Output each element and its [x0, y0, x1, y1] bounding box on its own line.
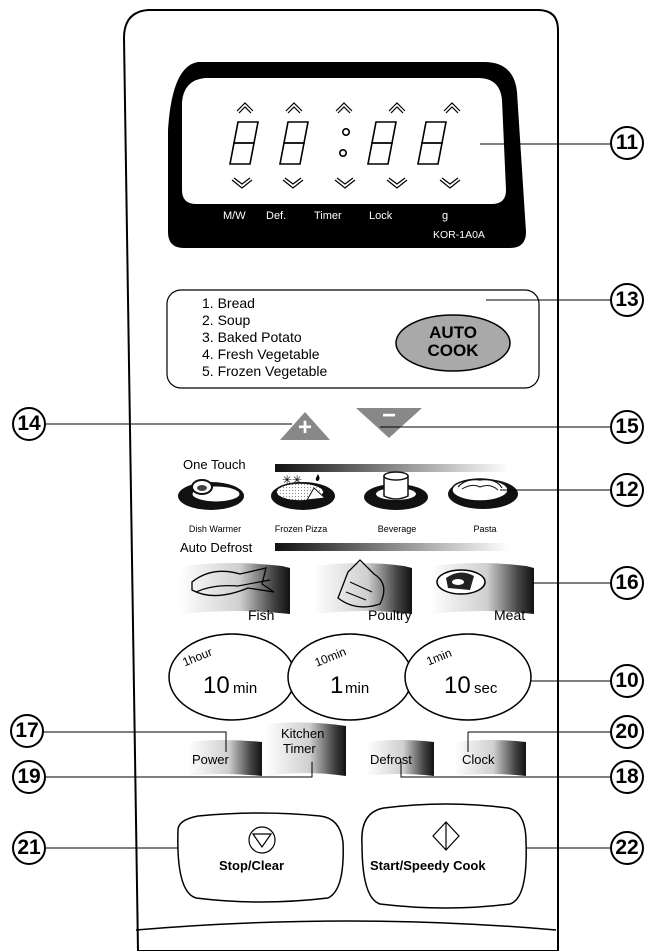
stop-clear-button[interactable]: Stop/Clear	[178, 812, 344, 902]
indicator-def: Def.	[266, 210, 287, 222]
plus-button[interactable]: +	[280, 412, 330, 441]
auto-cook-button[interactable]: AUTO COOK	[396, 315, 510, 371]
up-arrow-icons	[236, 102, 461, 114]
ten-sec-unit: sec	[474, 680, 498, 697]
auto-cook-button-shape	[395, 314, 511, 372]
poultry-icon	[313, 559, 412, 614]
pasta-icon	[448, 478, 518, 509]
minus-triangle	[356, 408, 422, 438]
menu-item: 5. Frozen Vegetable	[202, 363, 328, 379]
callout-17: 17	[10, 714, 44, 748]
menu-item: 3. Baked Potato	[202, 329, 302, 345]
clock-button[interactable]: Clock	[454, 738, 528, 778]
clock-button-shape	[454, 740, 526, 776]
minus-symbol: −	[381, 402, 396, 429]
one-min-big: 1	[330, 672, 344, 699]
callout-22: 22	[610, 831, 644, 865]
dish-warmer-icon	[178, 479, 244, 510]
ten-sec-button[interactable]: 1min 10 sec	[406, 636, 530, 720]
fish-button[interactable]	[178, 560, 292, 618]
one-touch-title: One Touch	[183, 457, 246, 472]
one-min-button[interactable]: 10min 1 min	[288, 636, 412, 720]
ten-min-button[interactable]: 1hour 10 min	[170, 636, 294, 720]
plus-symbol: +	[297, 414, 312, 441]
digit-display	[229, 121, 447, 165]
frozen-pizza-button[interactable]	[268, 474, 340, 522]
frozen-pizza-icon: ✳✳	[271, 473, 335, 510]
beverage-icon	[364, 471, 428, 510]
ten-sec-big: 10	[444, 672, 471, 699]
defrost-button-shape	[366, 740, 434, 776]
power-button-shape	[188, 740, 262, 776]
indicator-timer: Timer	[314, 210, 342, 222]
callout-19: 19	[12, 760, 46, 794]
down-arrow-icons	[231, 177, 461, 189]
start-speedy-cook-label: Start/Speedy Cook	[370, 858, 486, 873]
frozen-pizza-label: Frozen Pizza	[274, 524, 328, 534]
callout-15: 15	[610, 410, 644, 444]
meat-label: Meat	[494, 607, 526, 623]
callout-12: 12	[610, 473, 644, 507]
dish-warmer-label: Dish Warmer	[188, 524, 242, 534]
kitchen-timer-label-line2: Timer	[283, 741, 316, 756]
kitchen-timer-label-line1: Kitchen	[281, 726, 325, 741]
auto-cook-label-line1: AUTO	[429, 323, 477, 342]
indicator-lock: Lock	[369, 210, 393, 222]
poultry-label: Poultry	[368, 607, 412, 623]
clock-label: Clock	[462, 752, 495, 767]
power-button[interactable]: Power	[188, 738, 262, 778]
callout-11: 11	[610, 126, 644, 160]
plus-triangle	[280, 412, 330, 440]
ten-sec-small: 1min	[424, 645, 454, 669]
auto-defrost-title: Auto Defrost	[180, 540, 253, 555]
beverage-label: Beverage	[377, 524, 417, 534]
power-label: Power	[192, 752, 229, 767]
ten-min-small: 1hour	[180, 644, 215, 670]
callout-21: 21	[12, 831, 46, 865]
one-min-small: 10min	[312, 644, 349, 670]
kitchen-timer-button[interactable]: Kitchen Timer	[265, 722, 347, 778]
one-min-unit: min	[345, 680, 370, 697]
auto-cook-label-line2: COOK	[427, 341, 479, 360]
start-speedy-cook-button[interactable]: Start/Speedy Cook	[362, 806, 528, 902]
indicator-mw: M/W	[223, 210, 246, 222]
callout-leaders	[42, 143, 612, 849]
dish-warmer-button[interactable]	[176, 476, 248, 522]
kitchen-timer-button-shape	[265, 722, 346, 776]
indicator-grams: g	[442, 210, 449, 222]
beverage-button[interactable]	[362, 470, 434, 522]
callout-14: 14	[12, 407, 46, 441]
menu-item: 1. Bread	[202, 295, 255, 311]
stop-clear-label: Stop/Clear	[219, 858, 285, 873]
callout-18: 18	[610, 760, 644, 794]
pasta-label: Pasta	[473, 524, 497, 534]
menu-item: 4. Fresh Vegetable	[202, 346, 320, 362]
meat-icon	[430, 563, 534, 614]
minus-button[interactable]: −	[356, 404, 422, 434]
ten-min-big: 10	[203, 672, 230, 699]
callout-13: 13	[610, 283, 644, 317]
stop-clear-button-shape	[177, 812, 344, 903]
defrost-button[interactable]: Defrost	[366, 738, 436, 778]
model-number: KOR-1A0A	[433, 229, 485, 241]
fish-label: Fish	[248, 607, 275, 623]
pasta-button[interactable]	[447, 474, 519, 522]
fish-icon	[179, 563, 290, 614]
start-speedy-cook-button-shape	[361, 803, 527, 909]
time-button-shapes	[168, 633, 532, 721]
start-icon	[432, 821, 460, 851]
svg-text:✳✳: ✳✳	[282, 473, 302, 487]
menu-item: 2. Soup	[202, 312, 251, 328]
callout-10: 10	[610, 664, 644, 698]
callout-16: 16	[610, 566, 644, 600]
callout-20: 20	[610, 715, 644, 749]
defrost-label: Defrost	[370, 752, 412, 767]
ten-min-unit: min	[233, 680, 258, 697]
